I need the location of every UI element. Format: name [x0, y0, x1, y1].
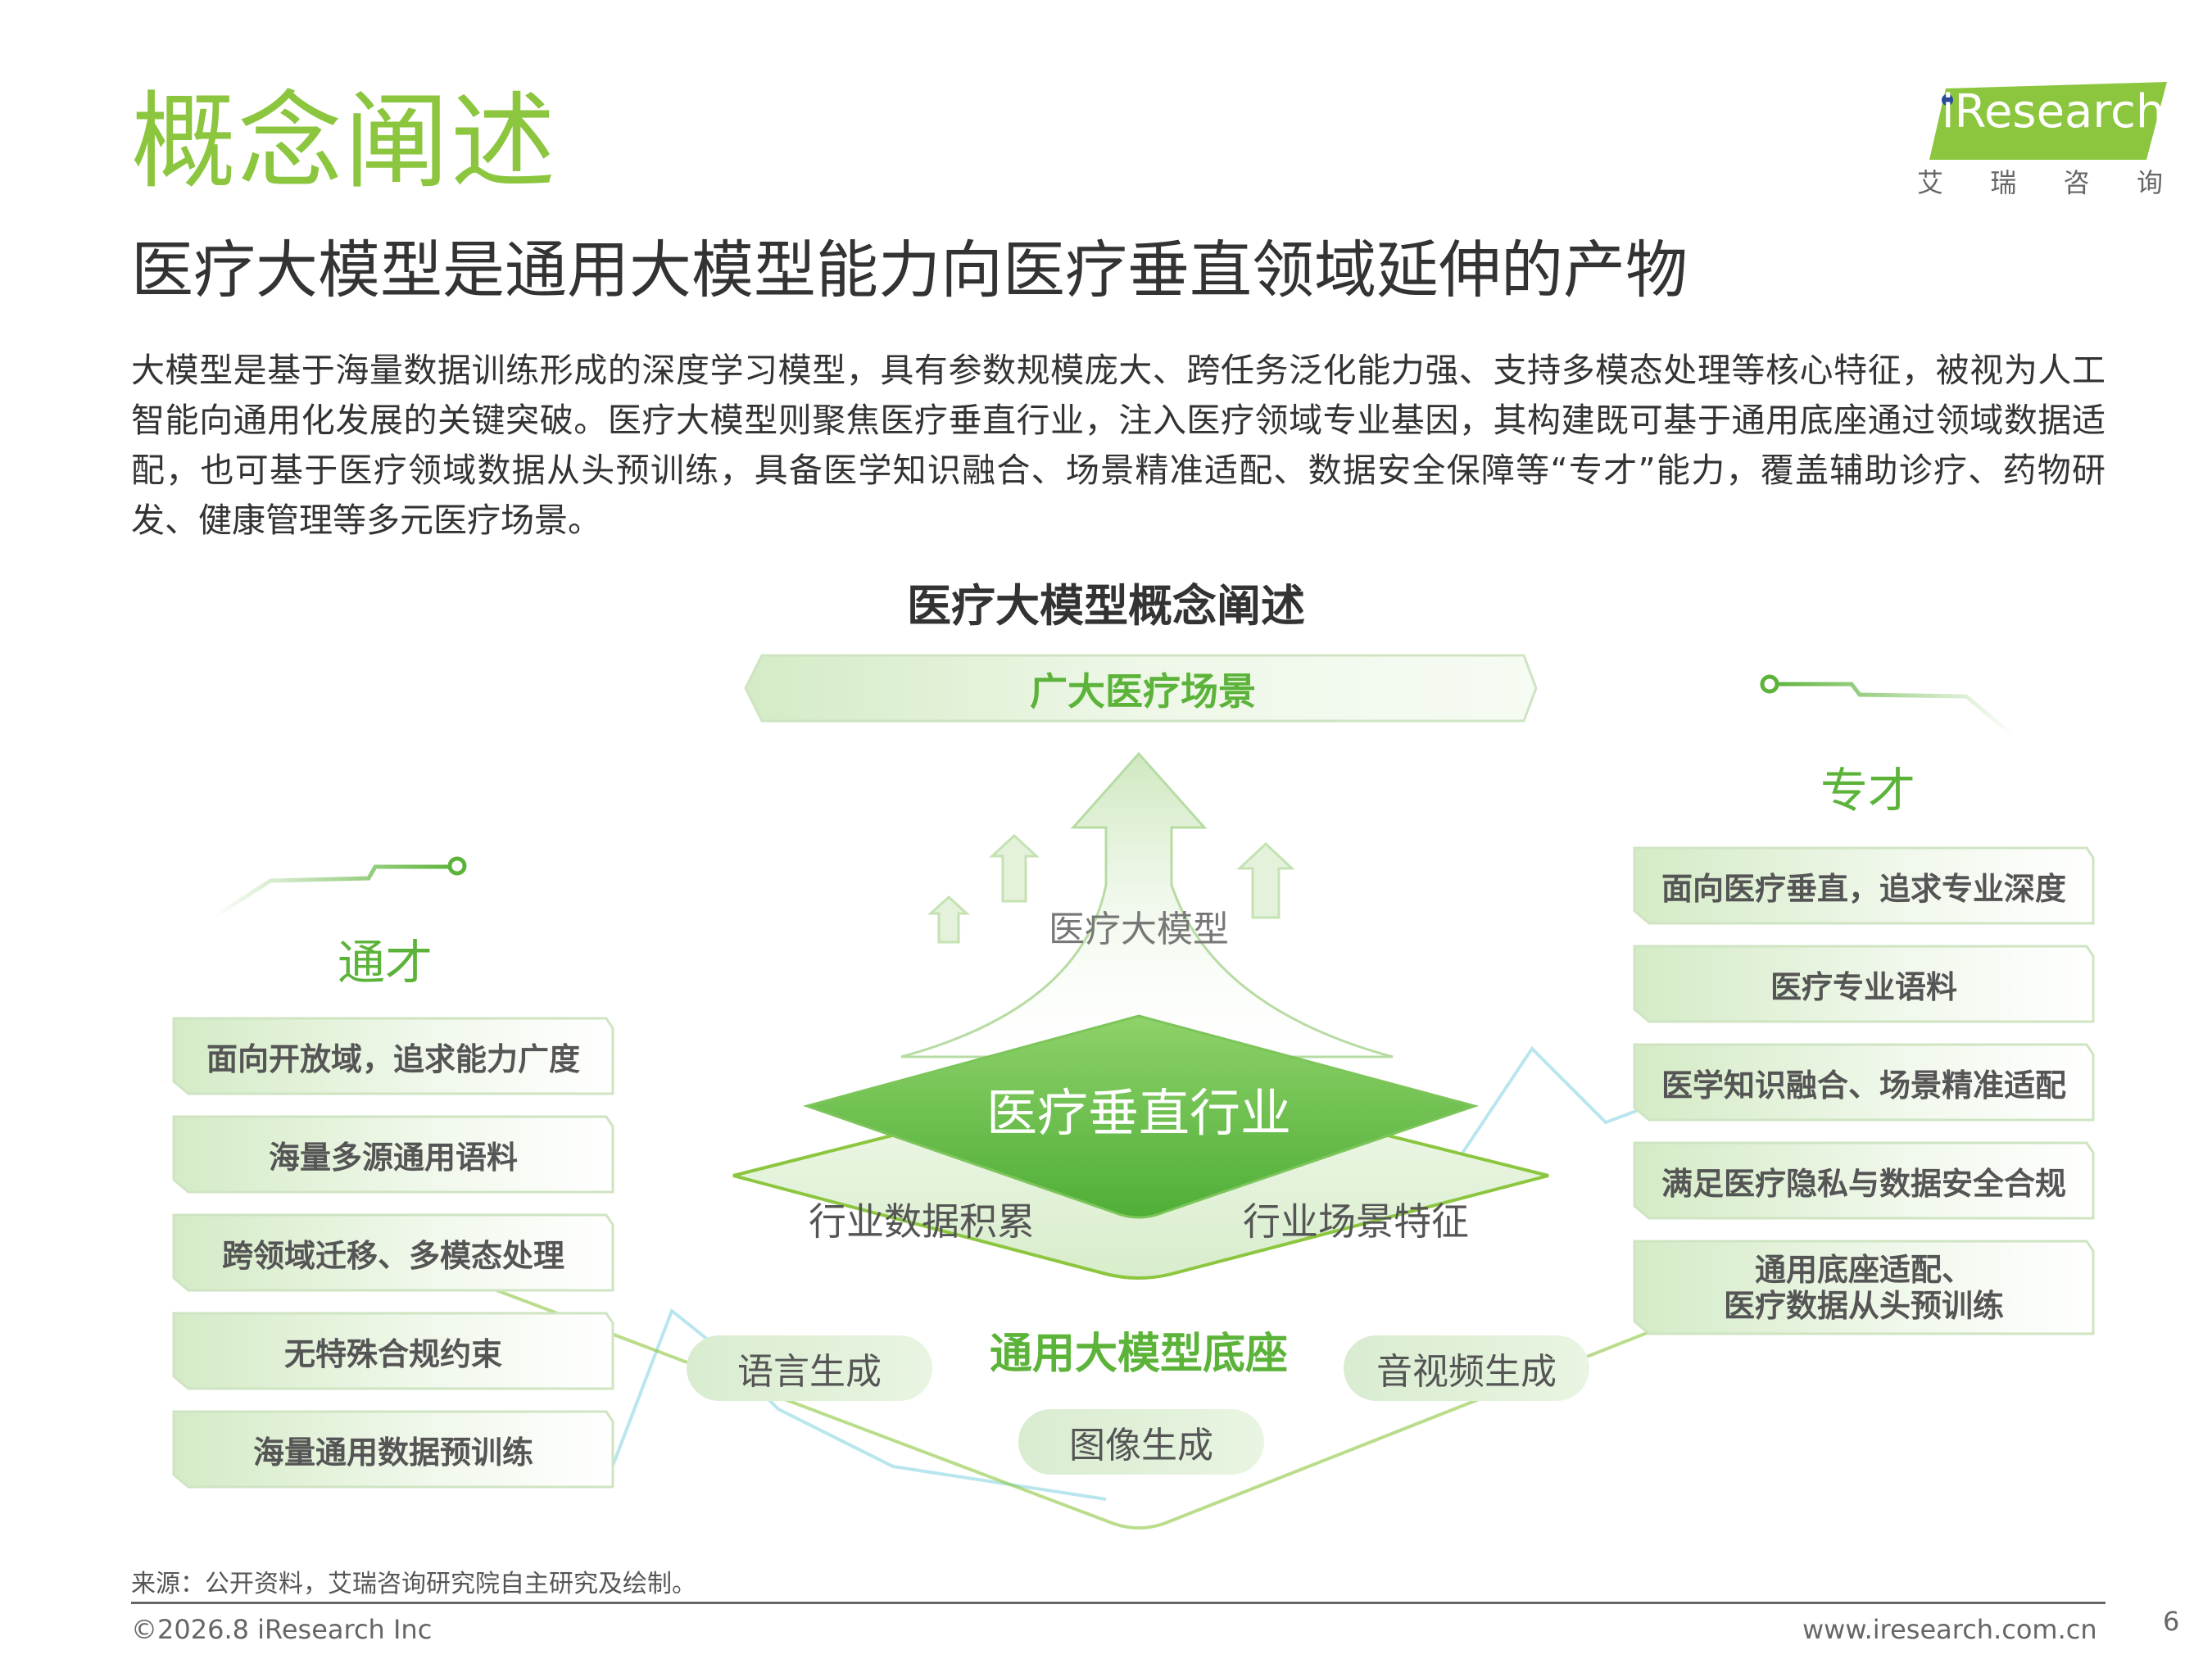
- logo-brand-text: iResearch: [1942, 85, 2165, 138]
- pill-image-generation: 图像生成: [1018, 1409, 1264, 1475]
- base-diamond-outline: [442, 1268, 1787, 1530]
- logo-cn-char: 咨: [2063, 167, 2090, 198]
- page-subtitle: 医疗大模型是通用大模型能力向医疗垂直领域延伸的产物: [131, 233, 1688, 306]
- small-arrow-icon: [927, 895, 970, 944]
- small-arrow-icon: [1236, 841, 1295, 919]
- right-card-text: 医疗专业语料: [1770, 968, 1957, 1005]
- diagram-title: 医疗大模型概念阐述: [907, 580, 1305, 632]
- right-card-shapes: [1633, 846, 2095, 1335]
- data-accumulation-label: 行业数据积累: [809, 1199, 1035, 1244]
- right-decor-line: [1770, 682, 2017, 739]
- copyright: ©2026.8 iResearch Inc: [131, 1614, 433, 1645]
- industry-diamond-upper: [802, 1014, 1480, 1219]
- scene-feature-label: 行业场景特征: [1243, 1199, 1469, 1244]
- generalist-heading: 通才: [337, 935, 433, 990]
- website-link[interactable]: www.iresearch.com.cn: [1802, 1614, 2097, 1645]
- right-card: 通用底座适配、 医疗数据从头预训练: [1634, 1241, 2093, 1334]
- pill-language-generation: 语言生成: [687, 1335, 932, 1401]
- left-card-text: 无特殊合规约束: [283, 1335, 502, 1372]
- base-model-label: 通用大模型底座: [989, 1330, 1288, 1379]
- specialist-heading: 专才: [1820, 763, 1915, 818]
- left-card-text: 面向开放域，追求能力广度: [206, 1040, 580, 1077]
- right-card: 医学知识融合、场景精准适配: [1634, 1045, 2093, 1120]
- left-card: 海量通用数据预训练: [174, 1412, 613, 1487]
- left-card-text: 跨领域迁移、多模态处理: [221, 1237, 564, 1274]
- right-card-text: 面向医疗垂直，追求专业深度: [1661, 870, 2066, 907]
- right-card-text: 医疗数据从头预训练: [1723, 1287, 2004, 1324]
- left-card: 海量多源通用语料: [174, 1117, 613, 1192]
- right-card-text: 满足医疗隐私与数据安全合规: [1661, 1165, 2066, 1202]
- left-card: 无特殊合规约束: [174, 1313, 613, 1389]
- right-decor-dot-icon: [1760, 674, 1779, 694]
- footer-divider: [131, 1602, 2105, 1604]
- page-title: 概念阐述: [131, 81, 558, 203]
- page-number: 6: [2163, 1606, 2180, 1637]
- source-note: 来源：公开资料，艾瑞咨询研究院自主研究及绘制。: [131, 1570, 696, 1598]
- top-banner-shape: [744, 654, 1538, 723]
- left-decor-line: [211, 864, 455, 920]
- logo-cn-text: 艾 瑞 咨 询: [1917, 162, 2163, 200]
- left-card-text: 海量多源通用语料: [268, 1139, 518, 1176]
- left-card-text: 海量通用数据预训练: [252, 1434, 533, 1471]
- logo-flag-icon: [1929, 82, 2167, 160]
- left-card-shapes: [172, 1017, 614, 1489]
- logo-cn-char: 询: [2136, 167, 2163, 198]
- left-card: 面向开放域，追求能力广度: [174, 1018, 613, 1094]
- right-card-text: 医学知识融合、场景精准适配: [1661, 1067, 2066, 1104]
- right-card: 面向医疗垂直，追求专业深度: [1634, 848, 2093, 923]
- intro-paragraph: 大模型是基于海量数据训练形成的深度学习模型，具有参数规模庞大、跨任务泛化能力强、…: [131, 351, 2105, 540]
- left-card: 跨领域迁移、多模态处理: [174, 1215, 613, 1290]
- logo-cn-char: 瑞: [1990, 167, 2017, 198]
- left-decor-dot-icon: [447, 856, 467, 876]
- small-arrow-icon: [989, 833, 1040, 903]
- vertical-industry-label: 医疗垂直行业: [986, 1083, 1291, 1143]
- right-card: 医疗专业语料: [1634, 946, 2093, 1022]
- pill-av-generation: 音视频生成: [1344, 1335, 1589, 1401]
- arrow-label: 医疗大模型: [1049, 909, 1229, 950]
- iresearch-logo: iResearch 艾 瑞 咨 询: [1909, 66, 2171, 200]
- logo-cn-char: 艾: [1917, 167, 1944, 198]
- right-card-text: 通用底座适配、: [1754, 1251, 1973, 1288]
- top-banner-label: 广大医疗场景: [1030, 669, 1256, 714]
- right-card: 满足医疗隐私与数据安全合规: [1634, 1143, 2093, 1218]
